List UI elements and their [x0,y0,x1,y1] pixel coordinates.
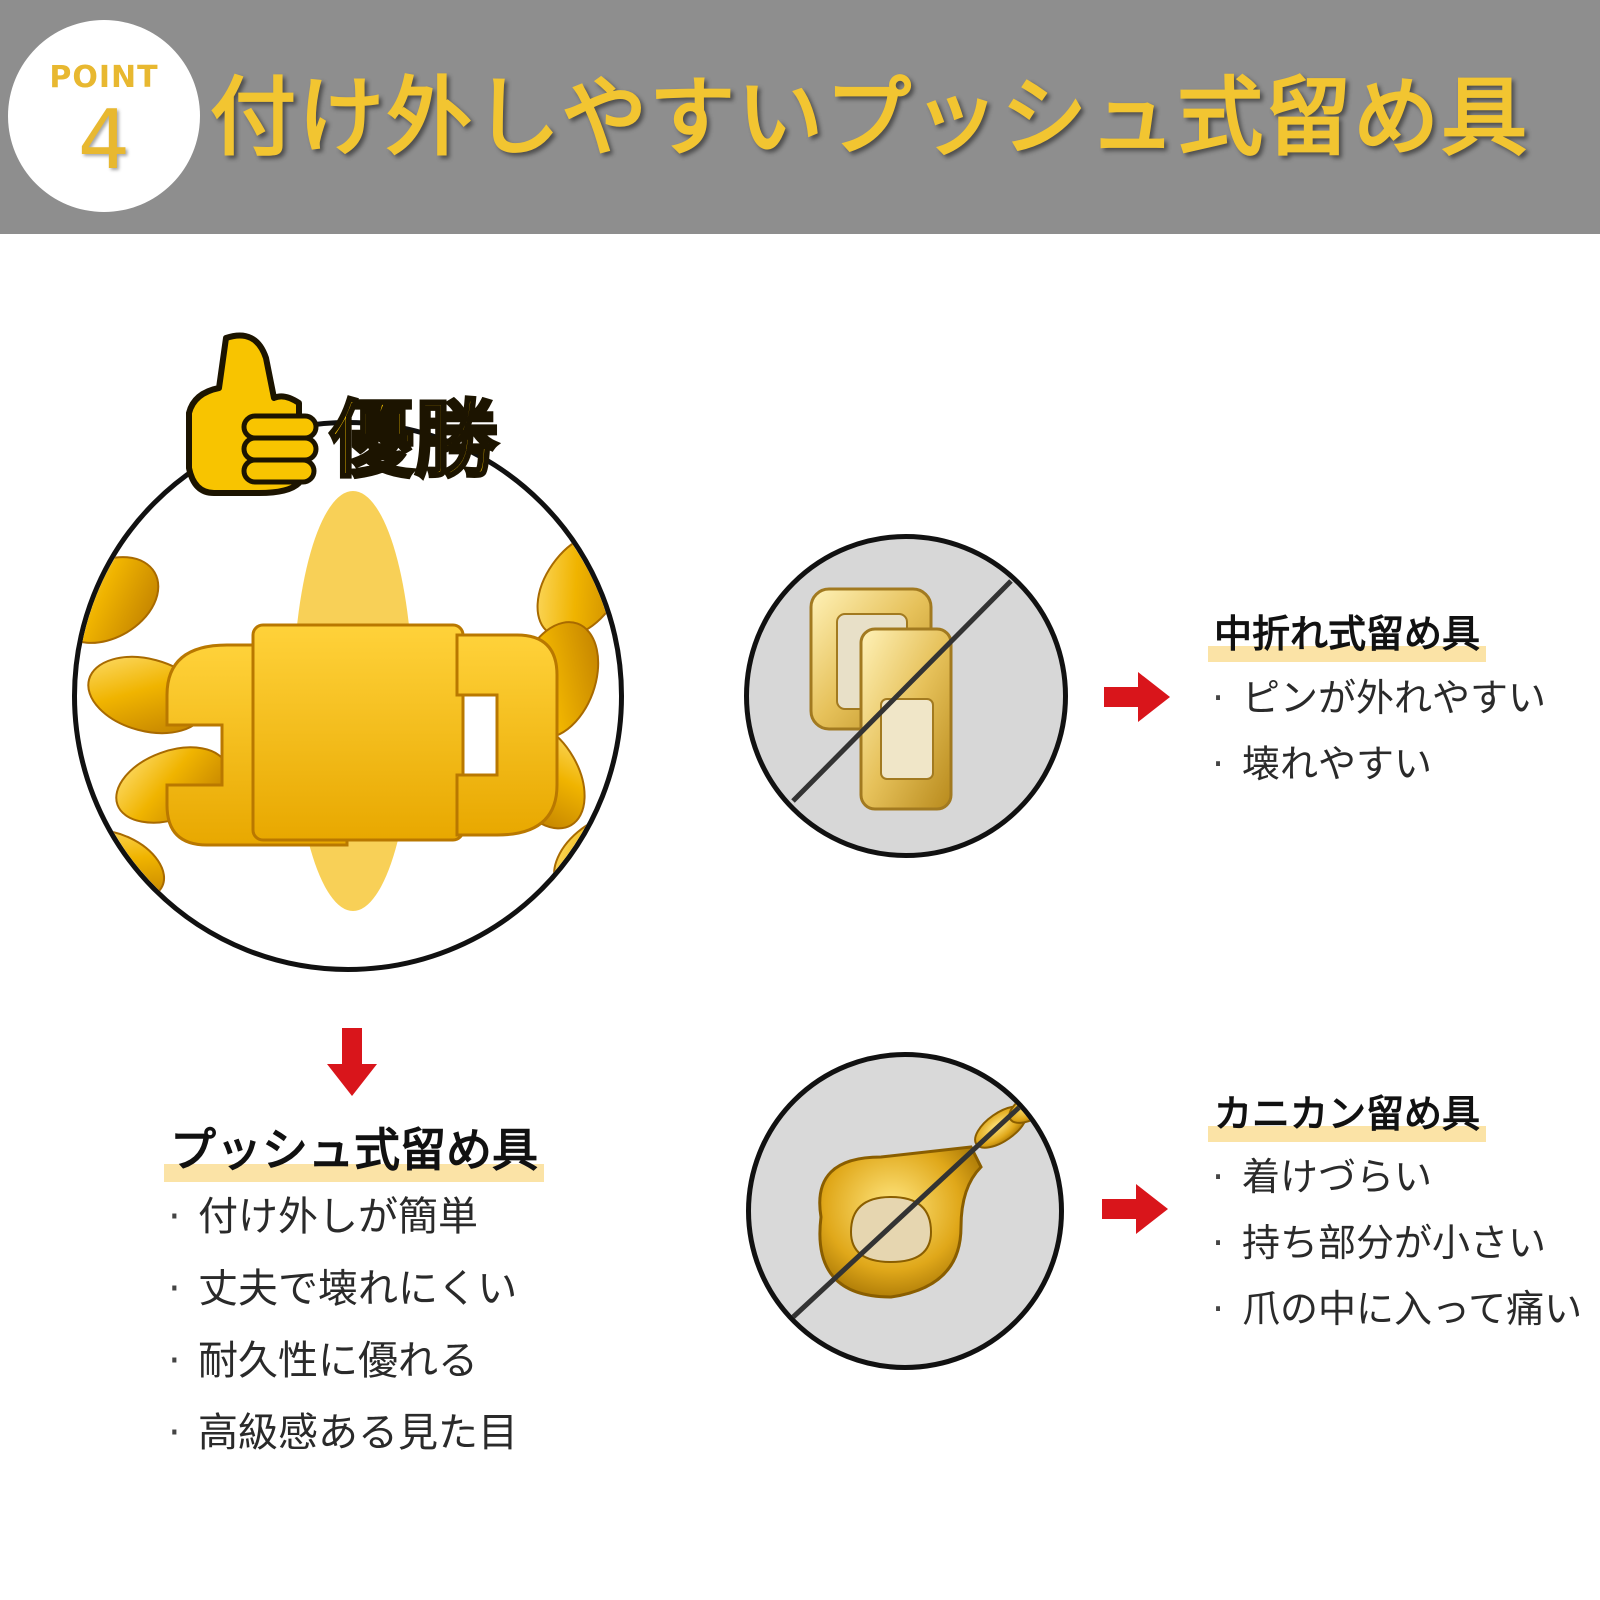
list-item: ·高級感ある見た目 [168,1410,518,1456]
lobster-clasp-drawbacks: ·着けづらい ·持ち部分が小さい ·爪の中に入って痛い [1212,1157,1582,1355]
page-title: 付け外しやすいプッシュ式留め具 [210,68,1530,168]
list-item: ·丈夫で壊れにくい [168,1266,518,1312]
list-item: ·ピンが外れやすい [1212,676,1547,720]
featured-clasp-name: プッシュ式留め具 [164,1122,544,1182]
lobster-clasp-name: カニカン留め具 [1208,1090,1487,1142]
list-item: ·持ち部分が小さい [1212,1221,1547,1265]
list-item: ·着けづらい [1212,1155,1433,1199]
featured-feature-list: ·付け外しが簡単 ·丈夫で壊れにくい ·耐久性に優れる ·高級感ある見た目 [168,1197,518,1485]
list-item: ·付け外しが簡単 [168,1194,478,1240]
fold-clasp-image [744,534,1068,858]
lobster-clasp-image [746,1052,1064,1370]
right-arrow-icon [1104,672,1170,722]
list-item: ·爪の中に入って痛い [1212,1287,1583,1331]
point-number: 4 [77,93,131,188]
fold-clasp-name: 中折れ式留め具 [1208,610,1487,662]
fold-clasp-drawbacks: ·ピンが外れやすい ·壊れやすい [1212,678,1546,810]
winner-badge-text: 優勝 [328,391,499,490]
thumbs-up-icon [186,328,326,498]
point-label: POINT [49,60,159,95]
point-badge: POINT 4 [8,20,200,212]
list-item: ·耐久性に優れる [168,1338,478,1384]
right-arrow-icon [1102,1184,1168,1234]
list-item: ·壊れやすい [1212,742,1433,786]
header-banner: POINT 4 付け外しやすいプッシュ式留め具 [0,0,1600,234]
push-clasp-image [72,420,624,972]
down-arrow-icon [327,1028,377,1096]
